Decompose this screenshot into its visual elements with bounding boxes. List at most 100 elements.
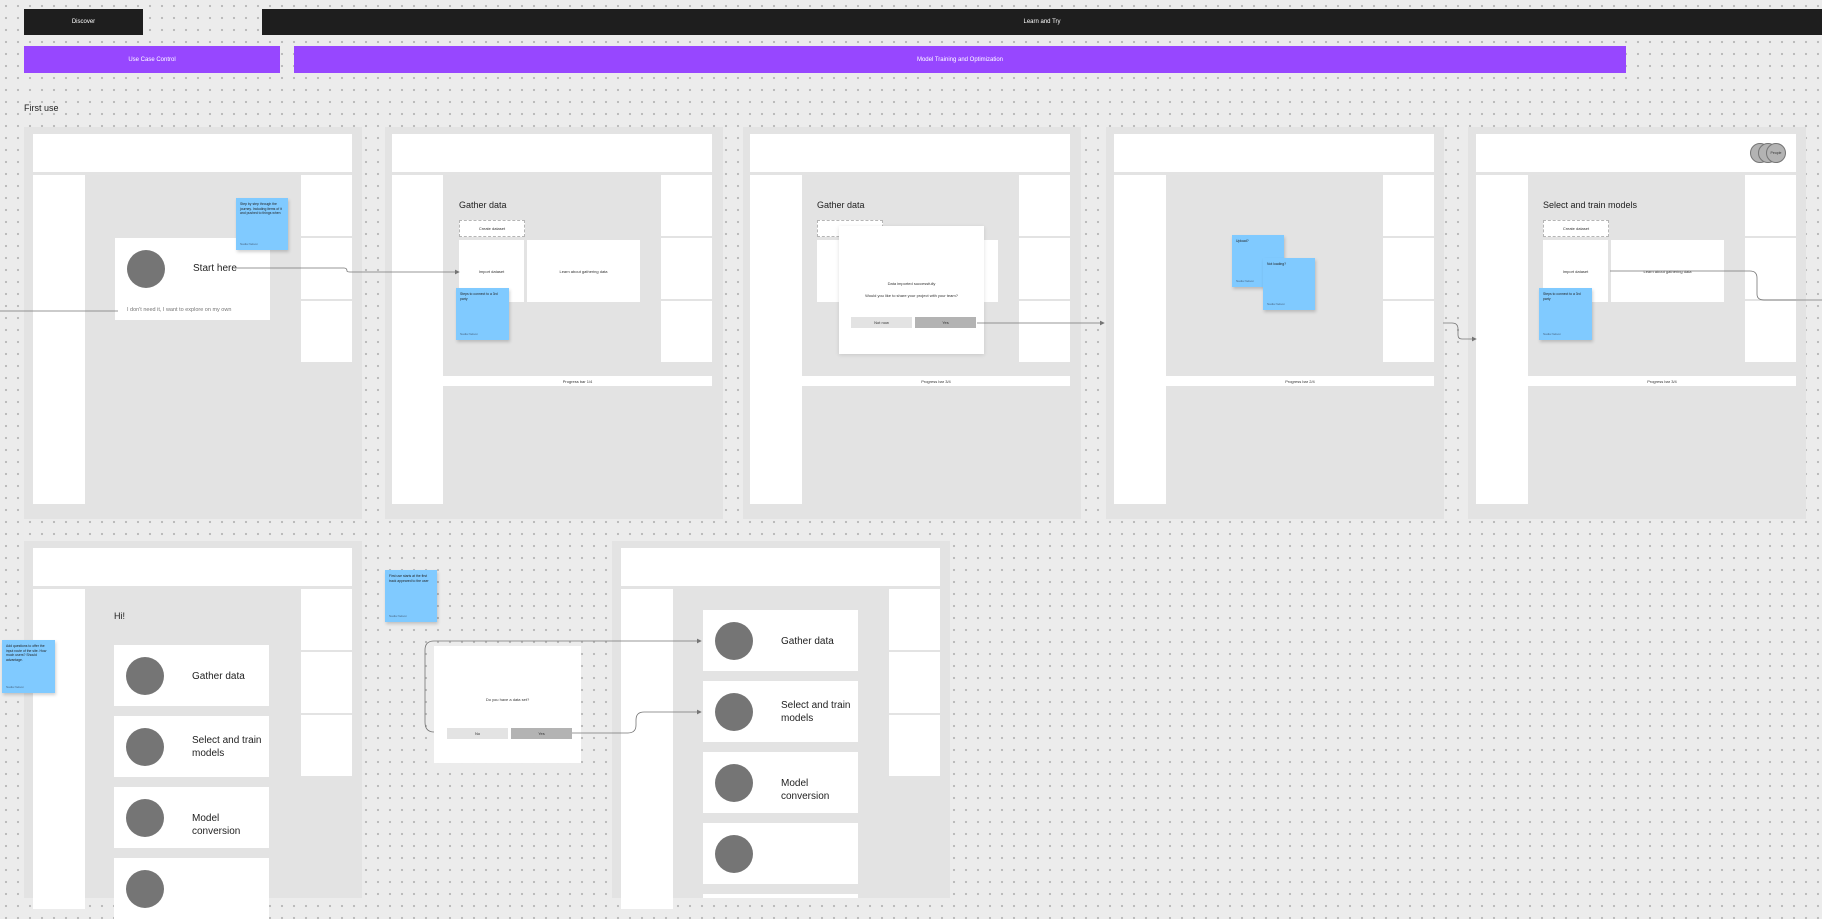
- yes-button[interactable]: Yes: [511, 728, 572, 739]
- sticky-note-author: Nadia Nelson: [389, 613, 408, 618]
- start-card[interactable]: Start here I don't need it, I want to ex…: [115, 238, 270, 320]
- list-item-label: Select and train models: [781, 700, 851, 724]
- right-panel-3: [661, 301, 712, 362]
- section-label-first-use: First use: [24, 103, 59, 113]
- screen-header: [621, 548, 940, 586]
- dialog-question: Do you have a data set?: [485, 697, 530, 702]
- screen-header: [33, 134, 352, 172]
- screen-gather-data: Gather data Create dataset Import datase…: [385, 127, 723, 519]
- avatar: [126, 728, 164, 766]
- page-title: Gather data: [817, 200, 865, 210]
- phase-use-case-control-label: Use Case Control: [128, 56, 176, 63]
- list-item[interactable]: [703, 894, 858, 898]
- list-item[interactable]: Gather data: [114, 645, 269, 706]
- dataset-dialog: Do you have a data set? No Yes: [434, 646, 581, 763]
- list-item[interactable]: Select and train models: [114, 716, 269, 777]
- sticky-note-author: Nadia Nelson: [240, 241, 259, 246]
- sticky-note-text: Steps to connect to a 3rd party: [460, 292, 498, 301]
- phase-model-training-label: Model Training and Optimization: [916, 56, 1004, 63]
- phase-model-training[interactable]: Model Training and Optimization: [294, 46, 1626, 73]
- start-here-label: Start here: [193, 263, 237, 274]
- list-item[interactable]: [114, 858, 269, 919]
- sticky-note[interactable]: Steps to connect to a 3rd party Nadia Ne…: [1539, 288, 1592, 340]
- sticky-note[interactable]: Steps to connect to a 3rd party Nadia Ne…: [456, 288, 509, 340]
- screen-upload: Progress bar 2/4 Upload? Nadia Nelson No…: [1106, 127, 1444, 519]
- sticky-note-text: Steps to connect to a 3rd party: [1543, 292, 1581, 301]
- create-dataset-button[interactable]: Create dataset: [459, 220, 525, 237]
- avatar-people: People: [1766, 143, 1786, 163]
- right-panel-3: [1019, 301, 1070, 362]
- sticky-note-text: Step by step through the journey. Includ…: [240, 202, 282, 216]
- right-panel-1: [1745, 175, 1796, 236]
- no-button[interactable]: No: [447, 728, 508, 739]
- sticky-note-text: Not loading?: [1267, 262, 1287, 266]
- right-panel-1: [301, 589, 352, 650]
- screen-sidebar: [750, 175, 802, 504]
- modal-title: Data imported successfully: [887, 281, 936, 286]
- screen-header: [33, 548, 352, 586]
- progress-bar: Progress bar 1/4: [443, 376, 712, 386]
- screen-steps: Gather data Select and train models Mode…: [612, 541, 950, 909]
- learn-gathering-card[interactable]: Learn about gathering data: [527, 240, 640, 302]
- right-panel-1: [301, 175, 352, 236]
- right-panel-1: [1019, 175, 1070, 236]
- avatar: [126, 799, 164, 837]
- screen-sidebar: [1476, 175, 1528, 504]
- avatar: [715, 835, 753, 873]
- right-panel-2: [661, 238, 712, 299]
- progress-bar: Progress bar 3/4: [802, 376, 1070, 386]
- right-panel-1: [661, 175, 712, 236]
- screen-sidebar: [621, 589, 673, 909]
- share-modal: Data imported successfully Would you lik…: [839, 226, 984, 354]
- page-title: Select and train models: [1543, 200, 1638, 210]
- sticky-note-questions[interactable]: Add questions to offer the input route o…: [2, 640, 55, 693]
- screen-header: [1114, 134, 1434, 172]
- screen-header: [392, 134, 712, 172]
- list-item[interactable]: Gather data: [703, 610, 858, 671]
- create-dataset-button[interactable]: Create dataset: [1543, 220, 1609, 237]
- explore-link[interactable]: I don't need it, I want to explore on my…: [127, 307, 232, 313]
- sticky-note-text: Upload?: [1236, 239, 1249, 243]
- phase-learn-try[interactable]: Learn and Try: [262, 9, 1822, 35]
- list-item[interactable]: Model conversion: [114, 787, 269, 848]
- avatar: [126, 657, 164, 695]
- sticky-note-author: Nadia Nelson: [1543, 331, 1562, 336]
- sticky-note-author: Nadia Nelson: [1236, 278, 1255, 283]
- page-title: Gather data: [459, 200, 507, 210]
- right-panel-2: [889, 652, 940, 713]
- list-item[interactable]: Select and train models: [703, 681, 858, 742]
- right-panel-2: [1383, 238, 1434, 299]
- avatar: [126, 870, 164, 908]
- sticky-note[interactable]: Step by step through the journey. Includ…: [236, 198, 288, 250]
- yes-button[interactable]: Yes: [915, 317, 976, 328]
- sticky-note-author: Nadia Nelson: [460, 331, 479, 336]
- screen-header: [750, 134, 1070, 172]
- screen-gather-data-modal: Gather data Progress bar 3/4 Data import…: [743, 127, 1081, 519]
- screen-header: [1476, 134, 1796, 172]
- right-panel-3: [301, 715, 352, 776]
- progress-bar: Progress bar 2/4: [1166, 376, 1434, 386]
- list-item[interactable]: Model conversion: [703, 752, 858, 813]
- screen-sidebar: [33, 175, 85, 504]
- phase-discover[interactable]: Discover: [24, 9, 143, 35]
- right-panel-3: [1745, 301, 1796, 362]
- sticky-note-not-loading[interactable]: Not loading? Nadia Nelson: [1263, 258, 1315, 310]
- sticky-note-text: First use starts at the first track appe…: [389, 574, 429, 583]
- right-panel-1: [1383, 175, 1434, 236]
- people-avatars[interactable]: People: [1750, 143, 1794, 163]
- avatar: [715, 693, 753, 731]
- list-item[interactable]: [703, 823, 858, 884]
- phase-use-case-control[interactable]: Use Case Control: [24, 46, 280, 73]
- learn-gathering-card[interactable]: Learn about gathering data: [1611, 240, 1724, 302]
- sticky-note-author: Nadia Nelson: [1267, 301, 1286, 306]
- list-item-label: Model conversion: [192, 813, 241, 837]
- greeting: Hi!: [114, 611, 125, 621]
- screen-select-train: People Select and train models Create da…: [1468, 127, 1806, 519]
- list-item-label: Model conversion: [781, 778, 830, 802]
- right-panel-3: [301, 301, 352, 362]
- sticky-note-first-use[interactable]: First use starts at the first track appe…: [385, 570, 437, 622]
- screen-hi: Hi! Gather data Select and train models …: [24, 541, 362, 919]
- avatar: [127, 250, 165, 288]
- avatar: [715, 622, 753, 660]
- not-now-button[interactable]: Not now: [851, 317, 912, 328]
